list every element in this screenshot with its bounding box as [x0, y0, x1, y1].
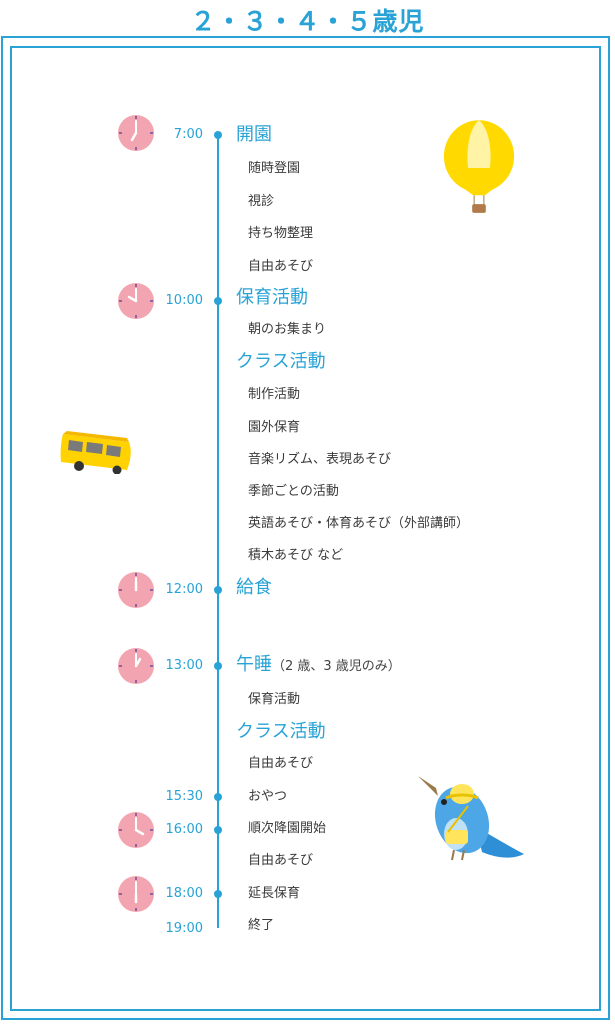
schedule-item: 随時登園: [248, 161, 301, 176]
schedule-item: 視診: [248, 194, 275, 209]
time-label: 16:00: [165, 822, 203, 837]
schedule-item: 園外保育: [248, 420, 301, 435]
time-label: 15:30: [165, 789, 203, 804]
clock-icon: [118, 115, 154, 151]
heading-class-activity: クラス活動: [236, 351, 326, 372]
schedule-item: 自由あそび: [248, 853, 314, 868]
clock-hour-hand: [127, 295, 138, 303]
schedule-item: 英語あそび・体育あそび（外部講師）: [248, 516, 470, 531]
heading-nap-label: 午睡: [236, 654, 272, 675]
heading-nap: 午睡（2 歳、3 歳児のみ）: [236, 654, 401, 678]
timeline-dot: [214, 826, 222, 834]
schedule-item: 保育活動: [248, 692, 301, 707]
schedule-item: 音楽リズム、表現あそび: [248, 452, 392, 467]
schedule-item: 季節ごとの活動: [248, 484, 339, 499]
time-label: 19:00: [165, 921, 203, 936]
schedule-item: おやつ: [248, 789, 288, 804]
time-label: 7:00: [173, 127, 203, 142]
bus-icon: [60, 431, 131, 474]
clock-hour-hand: [134, 828, 145, 836]
clock-icon: [118, 283, 154, 319]
hot-air-balloon-icon: [443, 120, 515, 213]
schedule-item: 朝のお集まり: [248, 322, 327, 337]
clock-hour-hand: [134, 657, 142, 668]
time-label: 13:00: [165, 658, 203, 673]
timeline-dot: [214, 586, 222, 594]
timeline-line: [217, 134, 219, 928]
heading-lunch: 給食: [236, 577, 272, 598]
clock-hour-hand: [130, 131, 138, 142]
schedule-item: 持ち物整理: [248, 226, 314, 241]
timeline-dot: [214, 793, 222, 801]
inner-frame: [10, 46, 601, 1011]
timeline-dot: [214, 297, 222, 305]
time-label: 10:00: [165, 293, 203, 308]
schedule-item: 自由あそび: [248, 756, 314, 771]
timeline-dot: [214, 131, 222, 139]
heading-nap-note: （2 歳、3 歳児のみ）: [272, 659, 401, 674]
outer-frame: [1, 36, 610, 1020]
clock-icon: [118, 572, 154, 608]
schedule-item: 順次降園開始: [248, 821, 327, 836]
heading-class-activity-afternoon: クラス活動: [236, 721, 326, 742]
schedule-item: 終了: [248, 918, 275, 933]
heading-childcare: 保育活動: [236, 287, 308, 308]
schedule-item: 延長保育: [248, 886, 301, 901]
heading-opening: 開園: [236, 124, 272, 145]
bird-icon: [418, 776, 524, 861]
schedule-item: 積木あそび など: [248, 548, 344, 563]
schedule-item: 制作活動: [248, 387, 301, 402]
time-label: 12:00: [165, 582, 203, 597]
timeline-dot: [214, 890, 222, 898]
clock-icon: [118, 812, 154, 848]
schedule-item: 自由あそび: [248, 259, 314, 274]
time-label: 18:00: [165, 886, 203, 901]
page-title: ２・３・４・５歳児: [190, 7, 425, 36]
clock-icon: [118, 876, 154, 912]
timeline-dot: [214, 662, 222, 670]
clock-icon: [118, 648, 154, 684]
